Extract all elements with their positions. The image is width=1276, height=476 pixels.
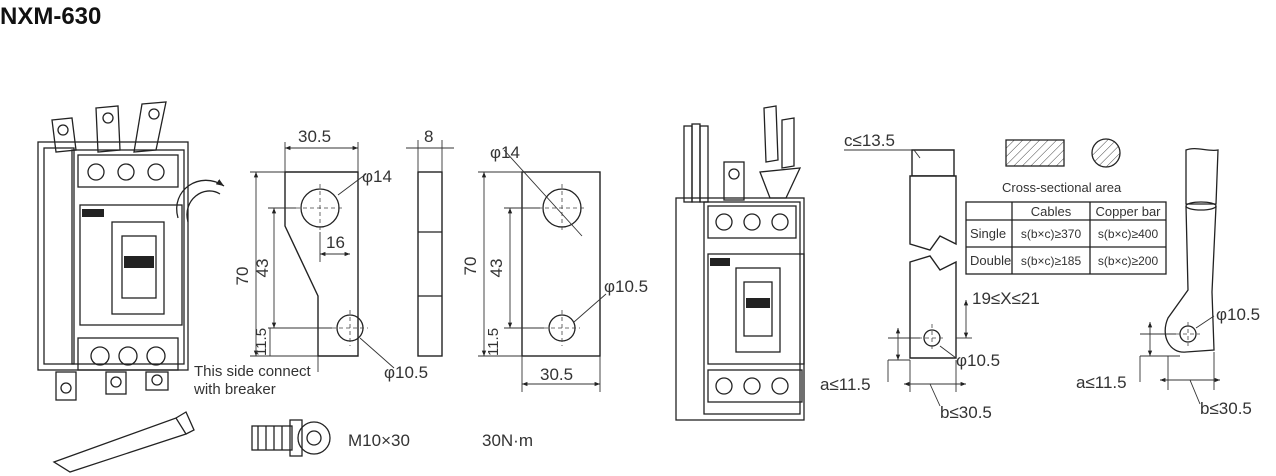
bar-b-label: b≤30.5 <box>940 403 992 422</box>
bent-plate-height-mid-label: 43 <box>253 259 272 278</box>
straight-plate-hole-bottom-label: φ10.5 <box>604 277 648 296</box>
bar-hole-label: φ10.5 <box>956 351 1000 370</box>
table-cell-single-copper: s(b×c)≥400 <box>1098 227 1159 241</box>
straight-plate-hole-top-label: φ14 <box>490 143 520 162</box>
straight-plate-height-bottom-label: 11.5 <box>485 328 502 356</box>
copper-bar-section-icon <box>1005 139 1065 167</box>
lug-a-label: a≤11.5 <box>1076 373 1127 392</box>
cable-lug-diagram <box>1139 147 1220 405</box>
straight-plate-width-label: 30.5 <box>540 365 573 384</box>
table-caption: Cross-sectional area <box>1002 180 1122 195</box>
bent-plate-width-label: 30.5 <box>298 127 331 146</box>
bent-plate-hole-bottom-label: φ10.5 <box>384 363 428 382</box>
page-title: NXM-630 <box>0 3 101 30</box>
table-cell-double-copper: s(b×c)≥200 <box>1098 254 1159 268</box>
copper-bar-diagram <box>844 149 972 407</box>
bolt-icon <box>251 419 331 457</box>
bent-connection-plate <box>250 142 395 372</box>
cross-section-table: Cables Copper bar Single s(b×c)≥370 s(b×… <box>965 201 1167 275</box>
table-cell-single-cables: s(b×c)≥370 <box>1021 227 1082 241</box>
bent-plate-height-total-label: 70 <box>233 267 252 286</box>
bent-plate-offset-label: 16 <box>326 233 345 252</box>
straight-plate-height-total-label: 70 <box>461 257 480 276</box>
table-cell-double-cables: s(b×c)≥185 <box>1021 254 1082 268</box>
bar-a-label: a≤11.5 <box>820 375 871 394</box>
lug-hole-label: φ10.5 <box>1216 305 1260 324</box>
allen-key-icon <box>52 411 195 473</box>
breaker-right-illustration <box>675 105 805 421</box>
straight-plate-height-mid-label: 43 <box>487 259 506 278</box>
cable-section-icon <box>1091 138 1121 168</box>
bent-plate-hole-top-label: φ14 <box>362 167 392 186</box>
table-header-cables: Cables <box>1031 204 1072 219</box>
bolt-torque-label: 30N·m <box>482 431 533 450</box>
bent-plate-note-line2: with breaker <box>193 381 276 398</box>
table-header-copper-bar: Copper bar <box>1095 204 1161 219</box>
bent-plate-height-bottom-label: 11.5 <box>253 328 270 356</box>
lug-b-label: b≤30.5 <box>1200 399 1252 418</box>
bar-thickness-label: c≤13.5 <box>844 131 895 150</box>
side-view-plate <box>406 140 454 357</box>
bolt-size-label: M10×30 <box>348 431 410 450</box>
table-row-double-label: Double <box>970 253 1011 268</box>
breaker-left-illustration <box>37 101 225 401</box>
table-row-single-label: Single <box>970 226 1006 241</box>
bar-x-range-label: 19≤X≤21 <box>972 289 1040 308</box>
side-plate-thickness-label: 8 <box>424 127 433 146</box>
straight-connection-plate <box>478 149 607 392</box>
bent-plate-note-line1: This side connect <box>194 363 312 380</box>
